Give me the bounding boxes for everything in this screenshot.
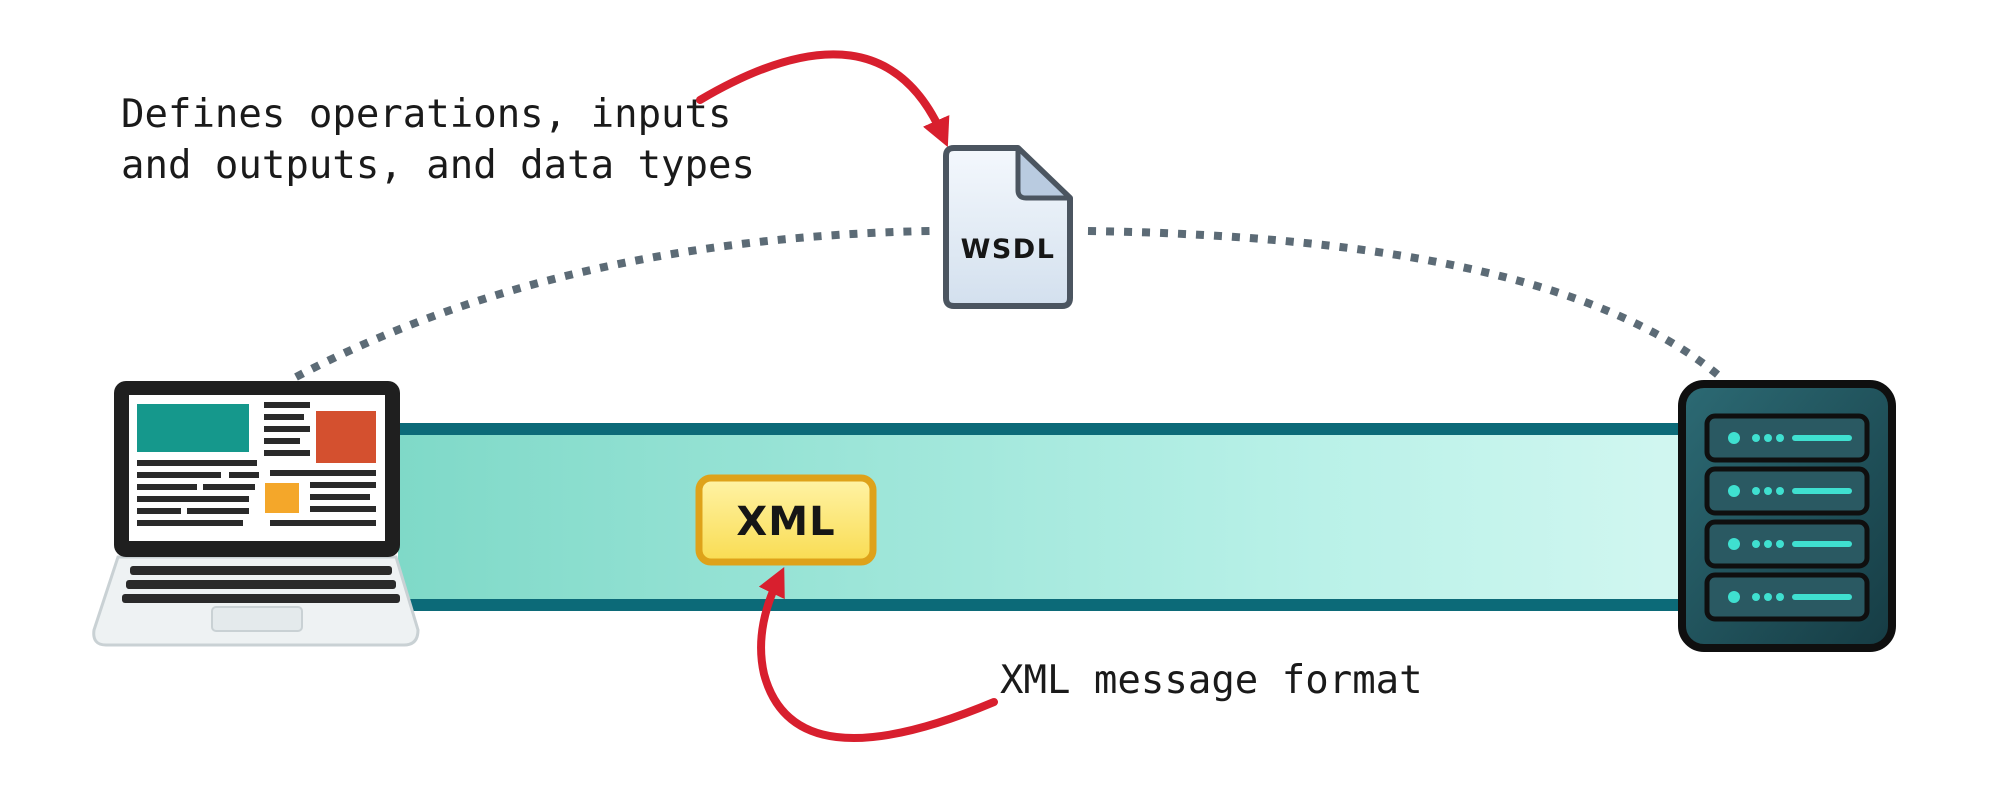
wsdl-note: Defines operations, inputs and outputs, …: [121, 92, 755, 188]
wsdl-note-line-2: and outputs, and data types: [121, 143, 755, 188]
arrow-to-xml: [757, 567, 998, 742]
document-fold: [1015, 145, 1073, 201]
xml-label: XML: [736, 499, 835, 545]
document-icon: [943, 145, 1073, 309]
dotted-link-left: [294, 227, 931, 381]
wsdl-document: WSDL: [943, 145, 1073, 309]
dotted-link-right: [1087, 227, 1727, 384]
arrow-to-wsdl: [696, 50, 950, 148]
xml-note: XML message format: [1000, 658, 1423, 703]
xml-message-badge: XML: [695, 474, 877, 566]
server-rack-icon: [1678, 380, 1896, 652]
transport-pipe: [398, 423, 1708, 611]
laptop-icon: [92, 381, 420, 647]
wsdl-note-line-1: Defines operations, inputs: [121, 92, 731, 137]
wsdl-label: WSDL: [961, 234, 1056, 265]
